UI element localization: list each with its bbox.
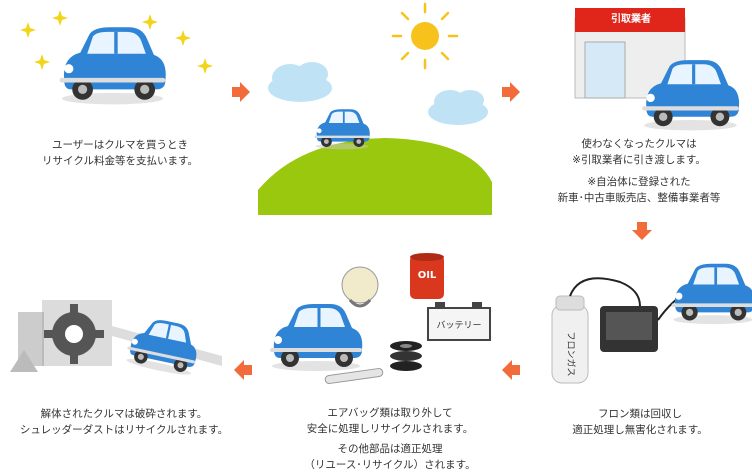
cloud-icon [268,62,332,102]
sun-icon [391,2,459,70]
dismantling-parts-illustration [268,253,491,384]
caption-line: 安全に処理しリサイクルされます。 [306,423,474,435]
driving-scene-illustration [258,2,492,215]
caption-line: シュレッダーダストはリサイクルされます。 [19,424,229,436]
caption-line: 使わなくなったクルマは [581,138,697,150]
battery-icon [427,302,491,341]
caption-note-line: （リユース･リサイクル）されます。 [304,459,476,471]
gear-icon [44,304,104,364]
caption-line: リサイクル料金等を支払います。 [42,155,198,167]
freon-tank-label: フロンガス [565,331,575,377]
shredder-illustration [10,300,222,379]
oil-drum-label: OIL [417,270,437,281]
step-freon-caption: フロン類は回収し 適正処理し無害化されます。 [540,406,740,438]
caption-line: エアバッグ類は取り外して [327,407,453,419]
battery-label: バッテリー [436,321,482,331]
caption-note-line: ※自治体に登録された [587,176,691,188]
caption-note-line: その他部品は適正処理 [337,443,443,455]
caption-line: 解体されたクルマは破砕されます。 [40,408,208,420]
step-shredder-caption: 解体されたクルマは破砕されます。 シュレッダーダストはリサイクルされます。 [2,406,246,438]
oil-drum-icon [410,253,444,299]
step-handover-caption: 使わなくなったクルマは ※引取業者に引き渡します。 ※自治体に登録された 新車･… [526,136,752,206]
caption-line: ※引取業者に引き渡します。 [572,154,706,166]
step-purchase-caption: ユーザーはクルマを買うとき リサイクル料金等を支払います。 [20,137,220,169]
flow-arrow-4 [502,360,520,380]
new-car-illustration [20,10,213,107]
flow-arrow-1 [232,82,250,102]
cloud-icon [428,90,488,125]
caption-line: 適正処理し無害化されます。 [572,424,708,436]
freon-recovery-illustration [551,262,752,384]
step-airbag-caption: エアバッグ類は取り外して 安全に処理しリサイクルされます。 その他部品は適正処理… [280,405,500,473]
flow-arrow-2 [502,82,520,102]
caption-line: ユーザーはクルマを買うとき [52,139,188,151]
tires-icon [390,341,422,371]
caption-note-line: 新車･中古車販売店、整備事業者等 [557,192,721,204]
flow-arrow-5 [234,360,252,380]
caption-line: フロン類は回収し [598,408,682,420]
shop-sign-label: 引取業者 [611,14,651,25]
dealer-shop-illustration [574,8,741,133]
flow-arrow-3 [632,222,652,240]
airbag-icon [341,266,379,308]
